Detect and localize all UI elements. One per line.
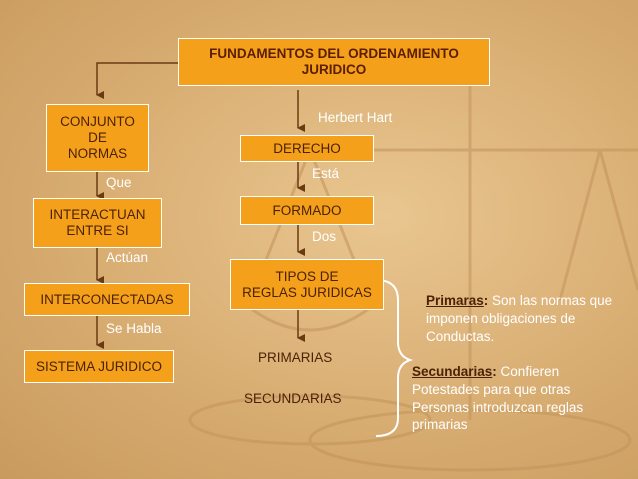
- se-habla-label: Se Habla: [106, 321, 162, 336]
- dos-label: Dos: [312, 229, 337, 244]
- primarias-definition-text: Son las normas que imponen obligaciones …: [426, 293, 613, 344]
- arrow-title-to-conjunto: [96, 62, 178, 99]
- title-box: FUNDAMENTOS DEL ORDENAMIENTO JURIDICO: [178, 38, 490, 86]
- primarias-term: Primaras: [426, 293, 484, 308]
- herbert-hart-label: Herbert Hart: [318, 110, 393, 125]
- actuan-label: Actúan: [106, 250, 149, 265]
- secundarias-text: SECUNDARIAS: [244, 391, 342, 406]
- interconectadas-box: INTERCONECTADAS: [24, 283, 190, 316]
- brace-right: [375, 279, 414, 437]
- secundarias-definition-text: Confieren Potestades para que otras Pers…: [412, 364, 584, 433]
- primarias-text: PRIMARIAS: [258, 350, 333, 365]
- que-label: Que: [106, 175, 132, 190]
- conjunto-normas-box: CONJUNTO DE NORMAS: [46, 104, 149, 172]
- formado-box: FORMADO: [240, 196, 374, 225]
- interactuan-box: INTERACTUAN ENTRE SI: [33, 198, 162, 248]
- sistema-juridico-box: SISTEMA JURIDICO: [24, 350, 174, 383]
- primarias-definition: Primaras: Son las normas que imponen obl…: [426, 293, 613, 344]
- secundarias-definition: Secundarias: Confieren Potestades para q…: [412, 364, 584, 433]
- secundarias-term: Secundarias: [412, 364, 493, 379]
- derecho-box: DERECHO: [240, 135, 374, 162]
- tipos-reglas-box: TIPOS DE REGLAS JURIDICAS: [230, 259, 384, 310]
- esta-label: Está: [312, 166, 340, 181]
